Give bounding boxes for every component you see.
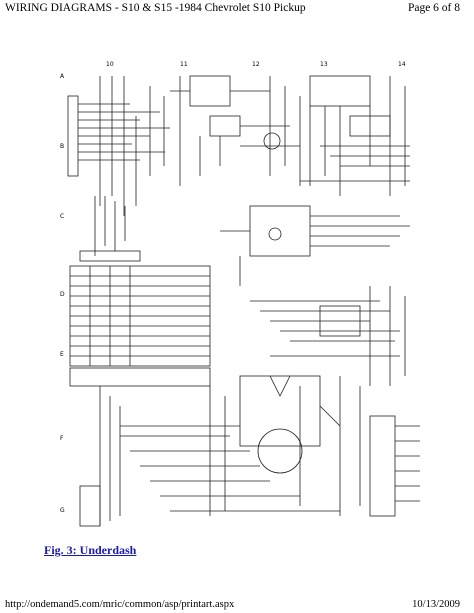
wiring-diagram: 10 11 12 13 14 A B C D E F G bbox=[40, 56, 432, 528]
page-footer-date: 10/13/2009 bbox=[412, 599, 460, 610]
row-label-a: A bbox=[60, 73, 65, 80]
col-label-12: 12 bbox=[252, 61, 260, 68]
row-label-e: E bbox=[60, 351, 64, 358]
page-number: Page 6 of 8 bbox=[407, 2, 460, 14]
figure-caption-link[interactable]: Fig. 3: Underdash bbox=[44, 543, 137, 557]
row-label-b: B bbox=[60, 143, 64, 150]
col-label-14: 14 bbox=[398, 61, 406, 68]
col-label-13: 13 bbox=[320, 61, 328, 68]
row-label-c: C bbox=[60, 213, 64, 220]
col-label-10: 10 bbox=[106, 61, 114, 68]
row-label-d: D bbox=[60, 291, 65, 298]
page-footer-url: http://ondemand5.com/mric/common/asp/pri… bbox=[5, 599, 235, 610]
page-header-title: WIRING DIAGRAMS - S10 & S15 -1984 Chevro… bbox=[5, 2, 306, 14]
col-label-11: 11 bbox=[180, 61, 188, 68]
row-label-g: G bbox=[60, 507, 65, 514]
row-label-f: F bbox=[60, 435, 64, 442]
